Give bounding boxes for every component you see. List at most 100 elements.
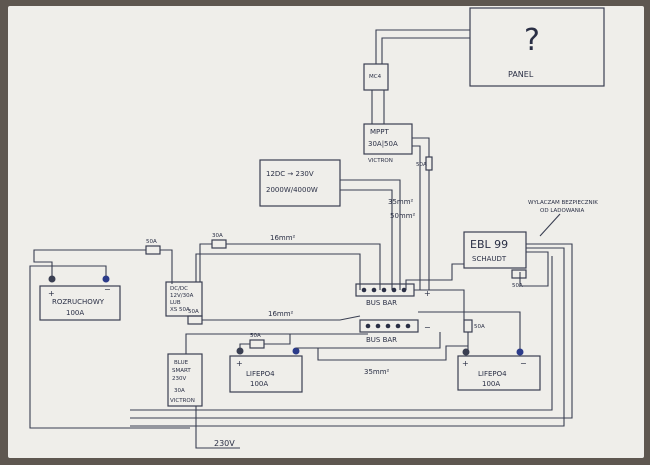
mppt-brand: VICTRON [368,158,393,164]
dcdc-fuse-top [211,239,227,249]
cable-35mm-series: 35mm² [364,368,390,376]
busbar-bottom-minus: − [424,323,431,332]
lifepo-right-fuse-label: 50A [474,324,485,330]
busbar-top-label: BUS BAR [366,299,397,307]
bluesmart-line3: 230V [172,376,186,382]
starter-minus-sign: − [104,285,111,294]
lifepo-left-line1: LIFEPO4 [246,370,275,378]
mc4-label: MC4 [369,74,382,80]
lifepo-series-link [296,345,468,361]
ebl-99-unit: EBL 99 SCHAUDT [463,231,527,269]
mppt-controller: MPPT 30A|50A VICTRON [363,123,413,164]
ebl-note-arrow [539,213,561,237]
lifepo-right-line2: 100A [482,380,500,388]
starter-plus-sign: + [48,289,55,298]
mppt-fuse-label: 50A [416,162,427,168]
cable-16mm-bottom: 16mm² [268,310,294,318]
lifepo-left-plus-terminal [236,347,244,355]
bluesmart-mains-wire [195,406,240,449]
dcdc-fuse-bottom-label: 50A [188,309,199,315]
paper-sheet: ? PANEL MC4 MPPT 30A|50A VICTRON 50A 12D… [8,6,644,458]
lifepo-left-minus-terminal [292,347,300,355]
cable-16mm-top: 16mm² [270,234,296,242]
busbar-positive: BUS BAR + [355,283,431,307]
panel-wire-b [381,37,470,64]
busbar-top-plus: + [424,289,431,298]
dcdc-to-busbar-16mm [199,243,381,290]
cable-35-label: 35mm² [388,198,414,206]
mppt-to-busbar-minus [412,145,421,290]
solar-panel: ? PANEL [469,7,605,87]
cable-50-label: 50mm² [390,212,416,220]
lifepo-right-line1: LIFEPO4 [478,370,507,378]
bluesmart-line5: VICTRON [170,398,195,404]
inverter-line2: 2000W/4000W [266,186,318,194]
lifepo-left-minus-to-bus [318,332,441,349]
lifepo-right-fuse [463,319,473,333]
dcdc-line1: DC/DC [170,286,188,292]
busbar-bottom-label: BUS BAR [366,336,397,344]
lifepo-left-line2: 100A [250,380,268,388]
ebl-note-line2: OD LADOWANIA [540,208,584,214]
panel-question-mark: ? [524,23,540,58]
starter-line1: ROZRUCHOWY [52,298,105,306]
dcdc-fuse-top-label: 30A [212,233,223,239]
inverter-line1: 12DC → 230V [266,170,314,178]
bottom-return-rail-2 [130,247,565,427]
bluesmart-line2: SMART [172,368,191,374]
lifepo-left-plus-wire [239,334,291,348]
inverter-wire-b [340,189,393,290]
starter-battery: + − ROZRUCHOWY 100A [39,275,121,321]
starter-plus-wire [33,249,120,276]
dcdc-converter: DC/DC 12V/30A LUB XS 50A [165,281,203,317]
ebl-note-line1: WYLACZAM BEZPIECZNIK [528,200,598,206]
wiring-diagram: ? PANEL MC4 MPPT 30A|50A VICTRON 50A 12D… [29,7,605,449]
starter-fuse [145,245,161,255]
dcdc-fuse-bottom [187,315,203,325]
lifepo-right-minus-terminal [516,348,524,356]
lifepo-left-fuse-label: 50A [250,333,261,339]
dcdc-line2: 12V/30A [170,293,194,299]
starter-minus-terminal [102,275,110,283]
lifepo-right-battery: + − LIFEPO4 100A [457,348,541,391]
lifepo-left-battery: + LIFEPO4 100A [229,347,303,393]
ebl-to-busbar [405,263,464,290]
ebl-fuse-label: 50A [512,283,523,289]
mppt-fuse [425,156,433,171]
inverter-box: 12DC → 230V 2000W/4000W [259,159,341,207]
ebl-ground-loop [130,243,573,419]
ebl-line2: SCHAUDT [472,255,507,263]
lifepo-right-plus-sign: + [462,359,469,368]
dcdc-to-busbar-bottom [202,315,361,321]
mppt-line1: MPPT [370,128,389,136]
mc4-connector: MC4 [363,63,389,91]
lifepo-right-plus-terminal [462,348,470,356]
ebl-line1: EBL 99 [470,238,508,251]
dcdc-line3: LUB [170,300,181,306]
dcdc-line4: XS 50A [170,307,190,313]
starter-fuse-label: 50A [146,239,157,245]
mppt-line2: 30A|50A [368,140,398,148]
lifepo-right-minus-sign: − [520,359,527,368]
busbar-to-lifepo-right-minus [418,311,521,350]
starter-minus-ground [29,265,190,429]
dcdc-to-busbar-ground [195,253,361,290]
starter-to-dcdc [120,249,173,284]
panel-wire-a [375,29,470,64]
inverter-wire-a [340,179,401,290]
bluesmart-line4: 30A [174,388,185,394]
busbar-to-lifepo-right [414,289,465,320]
mains-label: 230V [214,439,235,448]
bluesmart-charger: BLUE SMART 230V 30A VICTRON [167,353,203,407]
bluesmart-to-busbar [185,333,368,354]
bluesmart-line1: BLUE [174,360,189,366]
starter-line2: 100A [66,309,84,317]
ebl-fuse-wire [519,251,549,287]
lifepo-left-plus-sign: + [236,359,243,368]
mppt-to-busbar-plus [412,137,430,290]
busbar-negative: BUS BAR − [359,319,431,344]
bottom-return-rail [130,256,553,411]
starter-plus-terminal [48,275,56,283]
lifepo-left-fuse [249,339,265,349]
ebl-fuse [511,269,527,279]
